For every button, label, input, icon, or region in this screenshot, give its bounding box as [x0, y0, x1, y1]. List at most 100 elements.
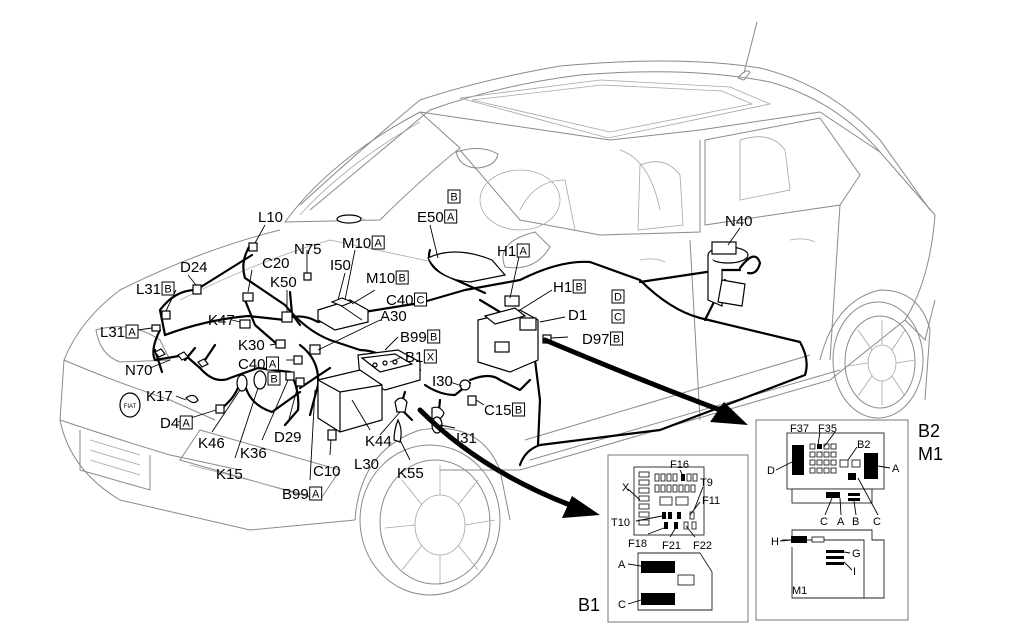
label-text-N70: N70 — [125, 362, 153, 379]
label-text-H1B: H1 — [553, 279, 572, 296]
label-A30: A30 — [380, 308, 407, 325]
label-text-K44: K44 — [365, 433, 392, 450]
connector-C40B — [285, 371, 295, 381]
label-box-M10B — [395, 270, 409, 285]
label-text-L31B: L31 — [136, 281, 161, 298]
label-K47: K47 — [208, 312, 235, 329]
label-box-C40A — [266, 356, 280, 371]
label-C-box: C — [611, 309, 625, 324]
label-text-M10A: M10 — [342, 235, 371, 252]
label-box-M10A — [371, 235, 385, 250]
connector-D24 — [192, 284, 202, 295]
label-text-H1A: H1 — [497, 243, 516, 260]
fiat-logo-icon: FIAT — [124, 404, 137, 410]
connector-L31B — [161, 310, 171, 320]
label-K50: K50 — [270, 274, 297, 291]
callout-arrows — [417, 337, 748, 518]
label-text-I30: I30 — [432, 373, 453, 390]
label-K46: K46 — [198, 435, 225, 452]
label-box-L31A — [125, 324, 139, 339]
label-L10: L10 — [258, 209, 283, 226]
detail-panel-B1 — [607, 454, 749, 623]
label-text-K47: K47 — [208, 312, 235, 329]
car-outline: FIAT — [59, 21, 936, 596]
label-text-D29: D29 — [274, 429, 302, 446]
label-box-letter-C40A: A — [269, 359, 277, 371]
connector-I30 — [459, 379, 471, 391]
sensor-I50 — [336, 214, 362, 224]
label-box-letter-M10B: B — [399, 273, 406, 285]
components — [151, 214, 749, 443]
label-box-letter-B99A: A — [312, 489, 320, 501]
label-text-C20: C20 — [262, 255, 290, 272]
label-box-D4A — [179, 415, 193, 430]
label-box-H1A — [516, 243, 530, 258]
label-box-E50A — [444, 209, 458, 224]
label-C10: C10 — [313, 463, 341, 480]
label-box-C40C — [414, 292, 428, 307]
label-box-letter-L31B: B — [164, 284, 171, 296]
connector-C10 — [327, 429, 337, 441]
connector-K47 — [239, 319, 251, 329]
connector-L10 — [248, 242, 258, 252]
label-text-I31: I31 — [456, 430, 477, 447]
connector-N75 — [303, 272, 312, 281]
connector-D4A — [215, 404, 225, 414]
connector-K17 — [185, 394, 199, 404]
label-text-K15: K15 — [216, 466, 243, 483]
label-K30: K30 — [238, 337, 265, 354]
label-box-letter-D97B: B — [613, 334, 620, 346]
label-text-C10: C10 — [313, 463, 341, 480]
label-K36: K36 — [240, 445, 267, 462]
label-box-letter-C-box: C — [614, 312, 622, 324]
body-computer-component — [477, 295, 539, 373]
label-text-A30: A30 — [380, 308, 407, 325]
label-box-E50-B — [447, 189, 461, 204]
label-text-K36: K36 — [240, 445, 267, 462]
label-text-N75: N75 — [294, 241, 322, 258]
label-box-letter-B99B: B — [430, 332, 437, 344]
label-text-L10: L10 — [258, 209, 283, 226]
connector-L31A — [151, 324, 161, 332]
label-box-L31B — [161, 281, 175, 296]
label-box-letter-D-box: D — [614, 292, 622, 304]
label-text-D97B: D97 — [582, 331, 610, 348]
B1-fuse-grid — [638, 471, 698, 530]
label-box-H1B — [572, 279, 586, 294]
label-box-letter-C15B: B — [515, 405, 522, 417]
label-box-letter-L31A: A — [128, 327, 136, 339]
connector-K46 — [236, 374, 248, 392]
label-text-B99A: B99 — [282, 486, 309, 503]
label-I50: I50 — [330, 257, 351, 274]
label-B-box: B — [267, 371, 281, 386]
fuel-pump-component — [707, 241, 749, 307]
label-D-box: D — [611, 289, 625, 304]
label-text-L30: L30 — [354, 456, 379, 473]
label-text-K30: K30 — [238, 337, 265, 354]
label-text-K50: K50 — [270, 274, 297, 291]
label-text-E50A: E50 — [417, 209, 444, 226]
label-text-D1: D1 — [568, 307, 587, 324]
label-D24: D24 — [180, 259, 208, 276]
label-box-letter-C40C: C — [417, 295, 425, 307]
connector-D29 — [295, 377, 305, 387]
label-D1: D1 — [568, 307, 587, 324]
injectors-N70 — [154, 348, 209, 368]
label-text-C15B: C15 — [484, 402, 512, 419]
label-box-letter-M10A: A — [375, 238, 383, 250]
label-text-I50: I50 — [330, 257, 351, 274]
label-N70: N70 — [125, 362, 153, 379]
label-box-letter-D4A: A — [183, 418, 191, 430]
label-text-L31A: L31 — [100, 324, 125, 341]
